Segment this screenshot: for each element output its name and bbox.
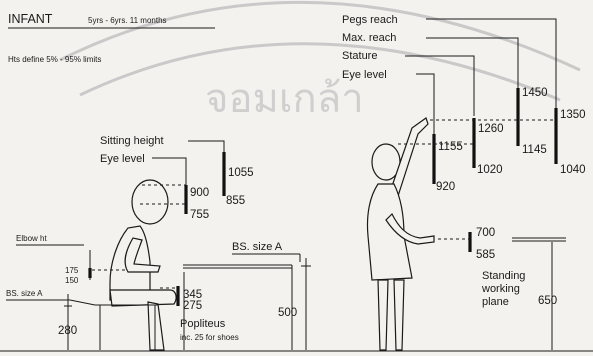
value-500: 500	[278, 307, 297, 319]
value-175: 175	[65, 266, 79, 275]
label-popliteus-note: inc. 25 for shoes	[180, 333, 239, 342]
label-plane: plane	[482, 296, 509, 308]
value-755: 755	[190, 209, 209, 221]
value-1055: 1055	[228, 167, 254, 179]
label-working: working	[481, 283, 520, 295]
label-seated-eye-level: Eye level	[100, 153, 145, 165]
standing-child-leg-left	[377, 279, 389, 351]
value-650: 650	[538, 295, 557, 307]
label-pegs-reach: Pegs reach	[342, 14, 398, 26]
leader-max-reach	[426, 37, 519, 88]
title: INFANT	[8, 12, 53, 26]
watermark-seal: จอมเกล้า	[59, 1, 581, 122]
value-1040: 1040	[560, 164, 586, 176]
value-585: 585	[476, 249, 495, 261]
value-855: 855	[226, 195, 245, 207]
seated-child-arm	[124, 237, 161, 273]
value-700: 700	[476, 227, 495, 239]
leader-sitting-height	[188, 140, 225, 152]
title-block: INFANT 5yrs - 6yrs. 11 months Hts define…	[8, 12, 215, 64]
value-1155: 1155	[438, 141, 463, 153]
value-1020: 1020	[477, 164, 503, 176]
value-345: 345	[183, 289, 202, 301]
leader-standing-eye	[416, 73, 435, 134]
heights-note: Hts define 5% - 95% limits	[8, 55, 101, 64]
seated-child-shin	[147, 301, 165, 351]
standing-child-leg-right	[393, 279, 405, 351]
bs-seat-leader	[69, 299, 96, 306]
standing-child-figure	[366, 117, 435, 351]
leader-stature	[405, 55, 475, 116]
leader-pegs-reach	[426, 18, 557, 108]
label-elbow-ht: Elbow ht	[16, 234, 47, 243]
value-275: 275	[183, 300, 202, 312]
value-150: 150	[65, 276, 79, 285]
value-1260: 1260	[478, 123, 504, 135]
value-920: 920	[436, 181, 455, 193]
label-max-reach: Max. reach	[342, 32, 396, 44]
seated-measurements: Sitting height Eye level 1055 855 900 75…	[6, 135, 311, 350]
standing-measurements: Pegs reach Max. reach Stature Eye level …	[342, 14, 586, 350]
seated-child-thigh	[109, 289, 177, 307]
leader-eye-level	[152, 157, 187, 185]
label-standing-eye-level: Eye level	[342, 69, 387, 81]
value-1145: 1145	[522, 144, 547, 156]
standing-child-torso	[366, 183, 413, 281]
value-900: 900	[190, 187, 209, 199]
value-1350: 1350	[560, 109, 586, 121]
seated-child-figure	[109, 179, 177, 351]
value-1450: 1450	[522, 87, 548, 99]
chair	[95, 304, 158, 350]
label-bs-size-seat: BS. size A	[6, 289, 43, 298]
label-sitting-height: Sitting height	[100, 135, 164, 147]
standing-child-forward-arm	[385, 212, 435, 245]
age-range: 5yrs - 6yrs. 11 months	[88, 16, 167, 25]
seated-child-head	[131, 179, 169, 225]
table	[183, 264, 293, 350]
label-standing: Standing	[482, 270, 525, 282]
label-stature: Stature	[342, 50, 377, 62]
value-280: 280	[58, 325, 77, 337]
label-bs-size-table: BS. size A	[232, 241, 283, 253]
label-popliteus: Popliteus	[180, 318, 226, 330]
watermark-text: จอมเกล้า	[205, 76, 364, 122]
